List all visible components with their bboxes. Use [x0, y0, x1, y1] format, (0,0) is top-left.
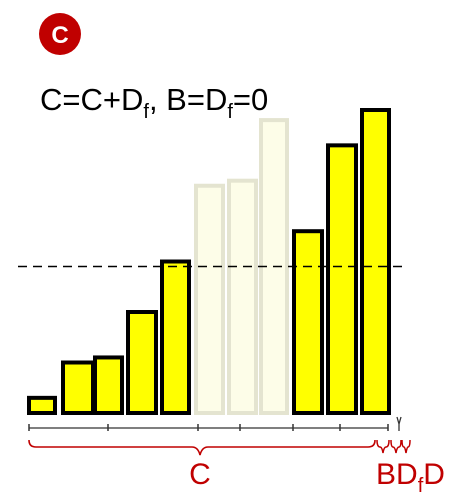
- brace-d: [390, 439, 402, 454]
- bar: [160, 259, 191, 415]
- faded-bar: [194, 183, 225, 415]
- badge-circle: [39, 13, 81, 55]
- label-d: D: [396, 458, 418, 491]
- bar: [360, 108, 391, 415]
- brace-c: [28, 439, 376, 456]
- faded-bar: [227, 178, 258, 415]
- bar: [61, 360, 95, 415]
- label-c: C: [189, 458, 211, 491]
- bar: [326, 143, 358, 415]
- label-b: B: [376, 458, 396, 491]
- formula-sub2: f: [227, 101, 233, 123]
- label-bd: BDfD: [376, 458, 445, 497]
- label-d2: D: [423, 458, 445, 491]
- formula-sub1: f: [143, 101, 149, 123]
- index-ticks: [28, 416, 402, 431]
- bar: [292, 229, 324, 415]
- brace-d2: [401, 439, 411, 454]
- bar: [27, 395, 57, 416]
- bar: [126, 310, 158, 415]
- formula-part2: , B=D: [149, 82, 227, 117]
- brace-b: [376, 439, 390, 454]
- formula-part3: =0: [233, 82, 268, 117]
- label-d-sub: f: [418, 475, 424, 497]
- badge: C: [39, 13, 81, 55]
- bar: [93, 355, 124, 416]
- badge-letter: C: [51, 22, 68, 49]
- bars-group: [27, 108, 391, 416]
- formula-text: C=C+Df, B=Df=0: [40, 82, 268, 123]
- formula-part1: C=C+D: [40, 82, 143, 117]
